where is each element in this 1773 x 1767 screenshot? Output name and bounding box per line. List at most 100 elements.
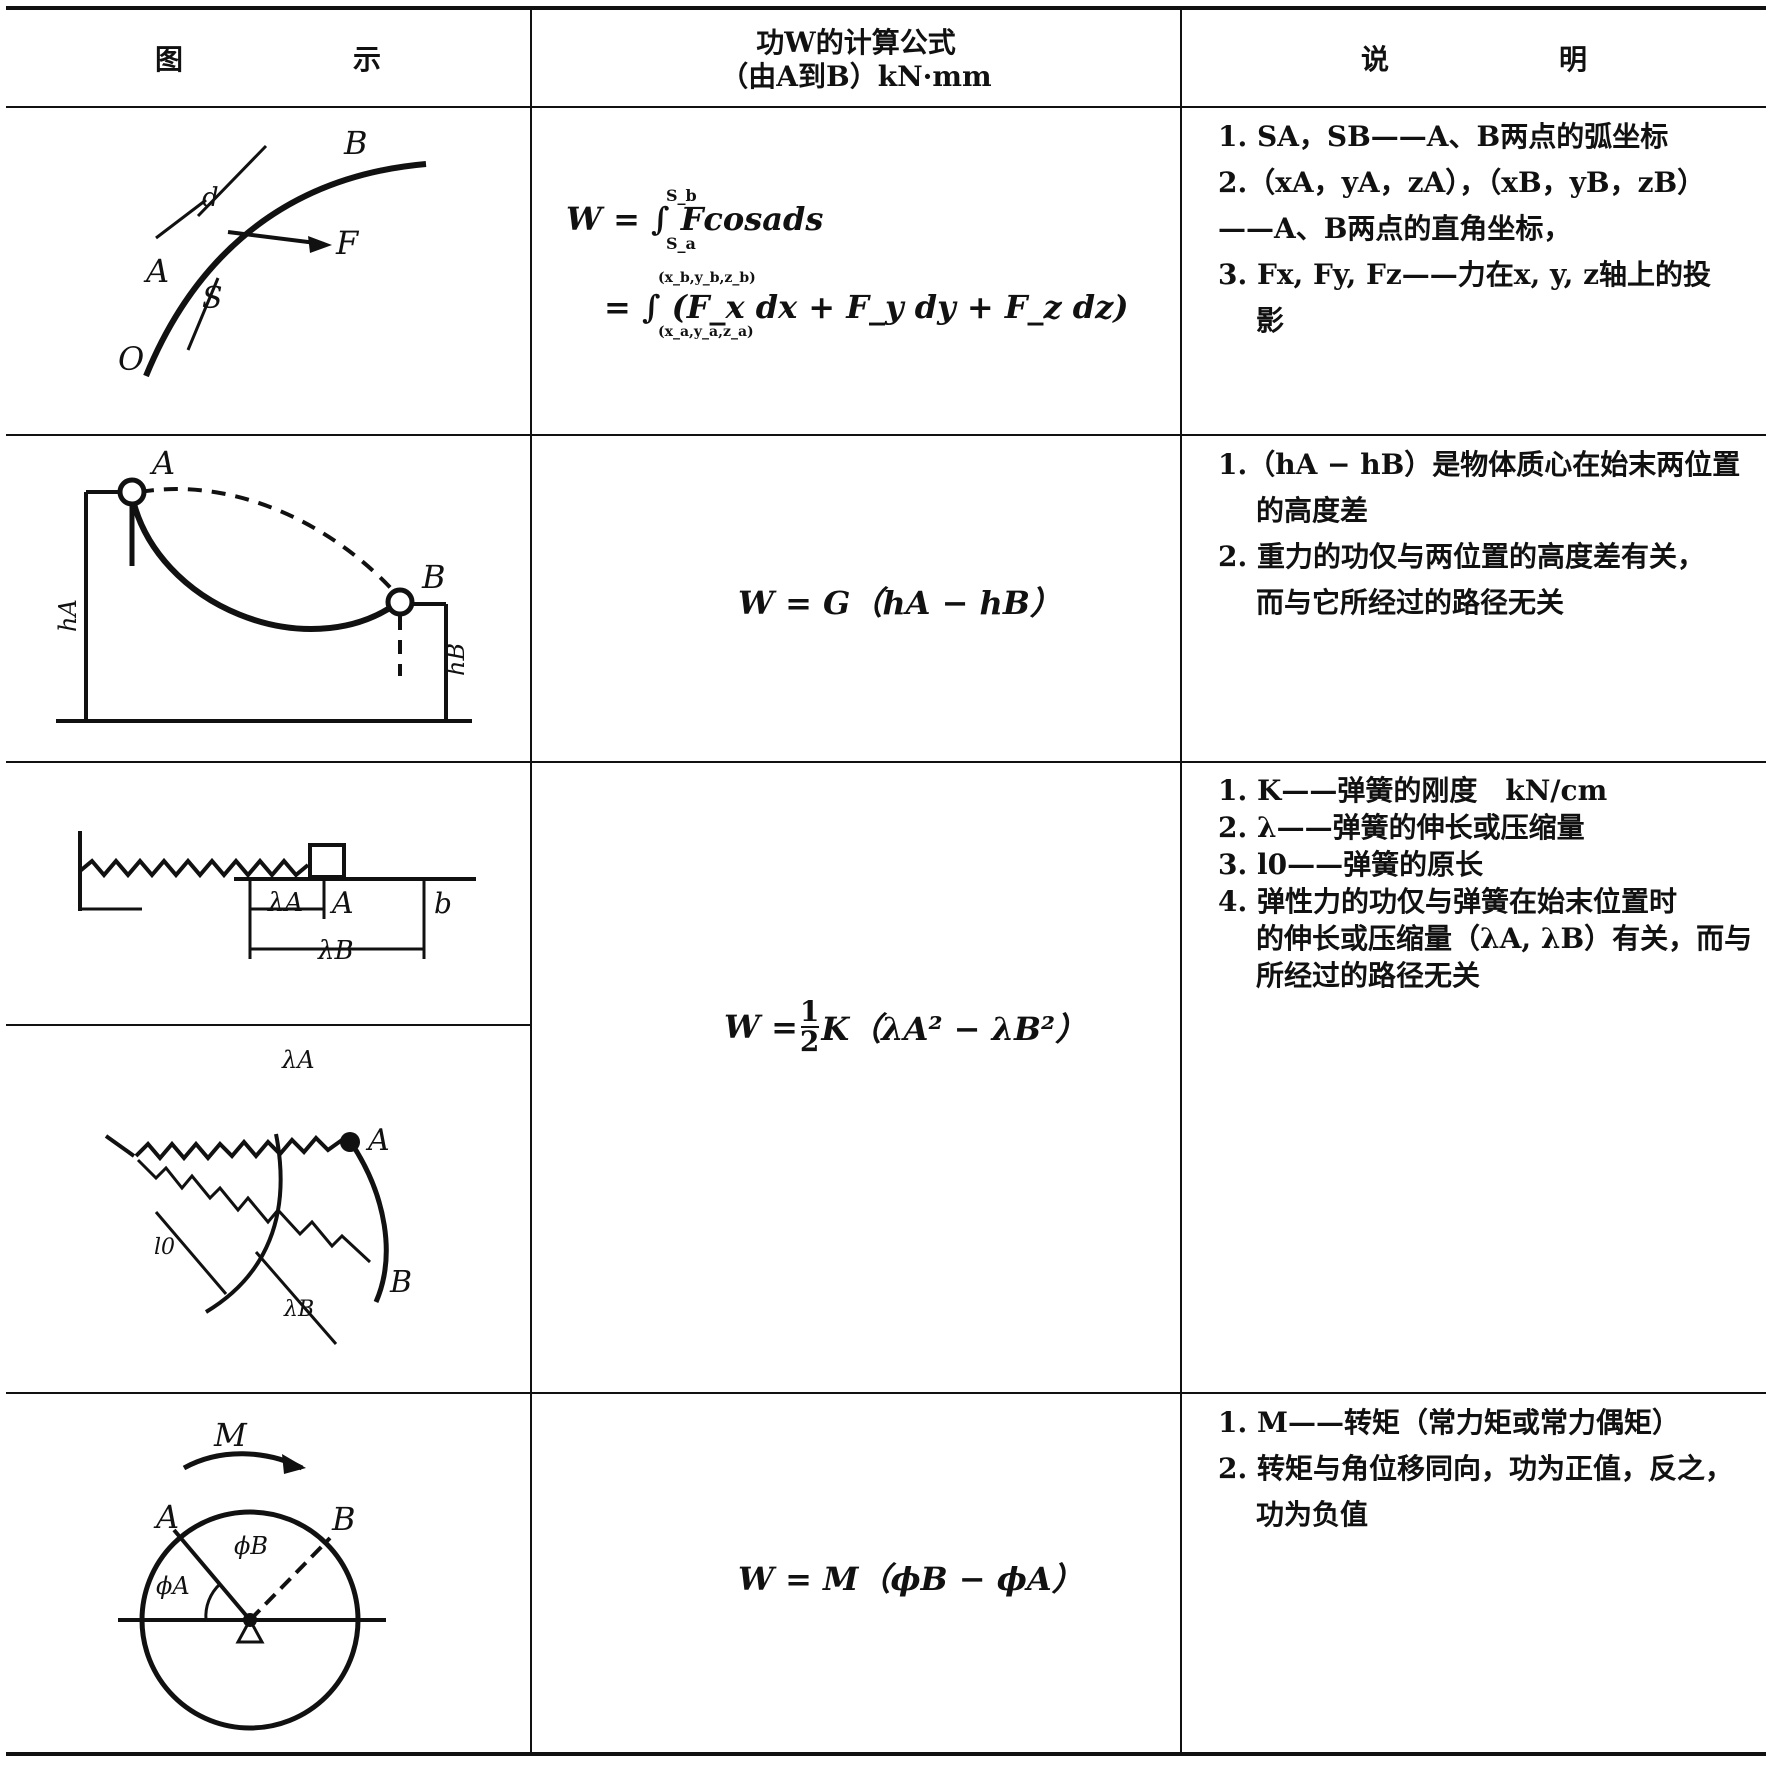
row3-pivot-spring-figure: A B λA l0 λB [104,1046,412,1345]
row3-note-3: 3. l0——弹簧的原长 [1218,848,1484,881]
header-figure-right: 示 [353,43,382,76]
row3-note-2: 2. λ——弹簧的伸长或压缩量 [1218,811,1585,844]
row1-arc-force-figure: B F A O d S [118,124,427,378]
label-a: A [329,886,354,921]
row1-note-2: 2.（xA，yA，zA），（xB，yB，zB） [1218,166,1706,199]
label-l0: l0 [154,1235,175,1260]
spring-coils [78,857,310,879]
header-figure: 图示 [6,12,530,108]
table-bottom-border [6,1752,1766,1756]
row3-linear-spring-figure: λA A b λB [78,831,476,966]
row3-notes: 1. K——弹簧的刚度 kN/cm 2. λ——弹簧的伸长或压缩量 3. l0—… [1218,772,1766,994]
row4-formula: W = M（ϕB − ϕA） [738,1560,1084,1598]
mass-a [340,1132,360,1152]
row3-bottom-rule [6,1392,1766,1394]
tangent-dim-line [196,144,268,218]
label-b: B [389,1265,412,1300]
label-f: F [335,224,360,262]
header-formula: 功W的计算公式 （由A到B）kN·mm [532,12,1180,108]
row1-bottom-rule [6,434,1766,436]
spring-to-a [134,1135,344,1162]
force-arrow [227,230,325,246]
label-lambda-b: λB [317,936,354,966]
label-lambda-a: λA [281,1046,315,1074]
row2-note-1-cont: 的高度差 [1256,494,1369,527]
row1-int2-lower: (x_a,y_a,z_a) [658,324,754,340]
header-formula-line2: （由A到B）kN·mm [720,60,992,93]
label-phi-b: ϕB [234,1532,268,1560]
row1-note-2-cont: ——A、B两点的直角坐标， [1218,212,1572,245]
row1-note-3-cont: 影 [1256,304,1285,337]
label-phi-a: ϕA [156,1572,190,1600]
header-notes-right: 明 [1559,43,1588,76]
table-top-border [6,6,1766,10]
arc-length-tick [186,277,220,351]
column-divider-1 [530,8,532,1754]
row3-note-4-cont1: 的伸长或压缩量（λA, λB）有关，而与 [1256,922,1753,955]
radius-a [172,1528,252,1622]
row1-note-3: 3. Fx, Fy, Fz——力在x, y, z轴上的投 [1218,258,1711,291]
row3-note-4-cont2: 所经过的路径无关 [1256,959,1481,992]
pivot-pin [243,1613,257,1627]
column-divider-2 [1180,8,1182,1754]
pivot-wall [104,1134,136,1158]
header-notes: 说明 [1182,12,1766,108]
pivot-support [235,1616,265,1644]
row2-note-1: 1.（hA − hB）是物体质心在始末两位置 [1218,448,1741,481]
label-d: d [202,183,219,213]
row4-note-2-cont: 功为负值 [1256,1498,1369,1531]
row1-int1-lower: S_a [666,234,696,253]
row1-formula-line2: = ∫ (F_x dx + F_y dy + F_z dz) (x_b,y_b,… [604,270,1129,340]
label-b: B [331,1500,356,1538]
row1-notes: 1. SA，SB——A、B两点的弧坐标 2.（xA，yA，zA），（xB，yB，… [1218,114,1766,344]
row3-note-1: 1. K——弹簧的刚度 kN/cm [1218,774,1608,807]
label-lambda-a: λA [267,888,303,918]
dim-l0 [154,1211,228,1295]
header-bottom-rule [6,106,1766,108]
label-a: A [149,444,175,482]
radius-b [248,1536,332,1622]
label-m: M [213,1416,248,1454]
row4-note-1: 1. M——转矩（常力矩或常力偶矩） [1218,1406,1680,1439]
row1-int1-limits: S_b [666,186,697,205]
label-b: B [343,124,368,162]
header-formula-line1: 功W的计算公式 [756,26,956,59]
arc-path [143,161,427,378]
tangent-dim-line-2 [155,198,207,240]
row2-note-2: 2. 重力的功仅与两位置的高度差有关， [1218,540,1705,573]
row2-note-2-cont: 而与它所经过的路径无关 [1256,586,1565,619]
label-a: A [365,1123,390,1158]
label-a: A [153,1498,179,1536]
label-o: O [118,340,144,378]
row3-formula: W = 1 2 K（λA² − λB²） [724,995,1088,1058]
label-a: A [143,252,169,290]
row1-note-1: 1. SA，SB——A、B两点的弧坐标 [1218,120,1669,153]
row2-bottom-rule [6,761,1766,763]
row3-note-4: 4. 弹性力的功仅与弹簧在始末位置时 [1218,885,1677,918]
label-b-small: b [434,887,452,920]
label-s: S [202,281,223,316]
row1-formula-line1: W = ∫ Fcosads S_b S_a [566,186,824,253]
dashed-path [139,487,400,598]
spring-block [308,843,346,879]
arc-l0 [204,1133,283,1314]
mass-b [385,587,415,617]
arc-a-b [349,1142,389,1303]
mass-a [117,477,147,507]
row2-gravity-figure: A B hA hB [54,444,472,723]
row2-formula: W = G（hA − hB） [738,584,1062,622]
row1-int2-upper: (x_b,y_b,z_b) [658,270,756,286]
label-ha: hA [54,599,82,632]
force-arrowhead [308,236,332,253]
row4-torque-figure: M A B ϕA ϕB [118,1416,386,1731]
row2-notes: 1.（hA − hB）是物体质心在始末两位置 的高度差 2. 重力的功仅与两位置… [1218,442,1766,626]
row3-fraction: 1 2 [799,995,820,1058]
spring-to-b [136,1158,372,1264]
row4-notes: 1. M——转矩（常力矩或常力偶矩） 2. 转矩与角位移同向，功为正值，反之， … [1218,1400,1766,1538]
row3-figure-divider [6,1024,530,1026]
header-notes-left: 说 [1360,43,1389,76]
torque-arrowhead [282,1454,306,1474]
label-lambda-b: λB [283,1297,314,1322]
row4-note-2: 2. 转矩与角位移同向，功为正值，反之， [1218,1452,1733,1485]
header-figure-left: 图 [154,43,183,76]
